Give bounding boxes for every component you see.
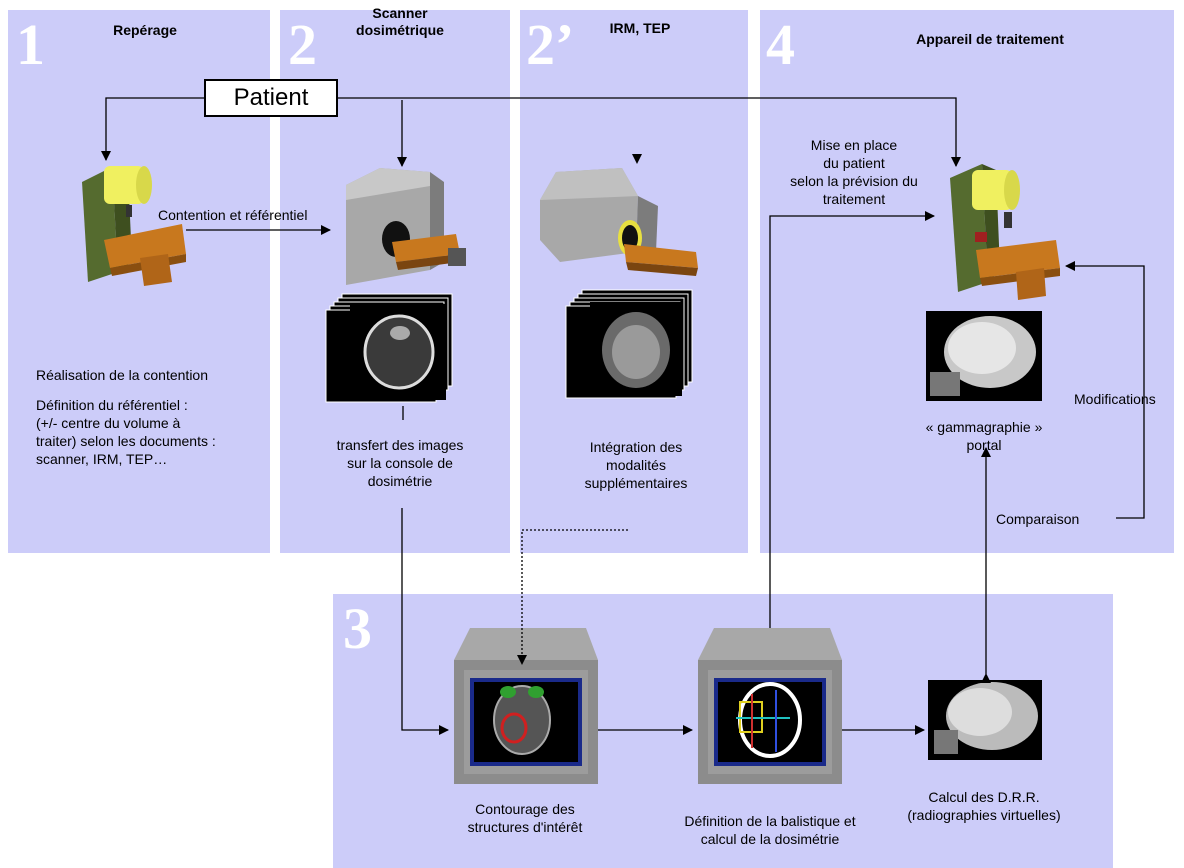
text-line: supplémentaires: [584, 475, 688, 491]
text-line: « gammagraphie »: [925, 419, 1043, 435]
arrow-patient-to-traitement: [338, 97, 961, 167]
mri-scanner-icon: [540, 154, 698, 276]
patient-box: Patient: [204, 79, 338, 117]
text-line: transfert des images: [336, 437, 464, 453]
text-definition-referentiel: Définition du référentiel : (+/- centre …: [36, 396, 216, 468]
workstation-monitor-icon: [698, 628, 842, 784]
text-line: Définition de la balistique et: [684, 813, 856, 829]
text-line: Définition du référentiel :: [36, 397, 188, 413]
arrow-balistique-to-mise-en-place: [769, 211, 935, 628]
text-line: sur la console de: [347, 455, 453, 471]
text-line: (+/- centre du volume à: [36, 415, 181, 431]
step-number-2: 2: [288, 12, 317, 77]
text-line: Mise en place: [810, 137, 898, 153]
title-traitement: Appareil de traitement: [916, 31, 1064, 47]
panel-irm-tep: [520, 10, 748, 553]
ct-slices-icon: [325, 293, 453, 403]
label-modifications: Modifications: [1074, 391, 1156, 407]
title-scanner-line1: Scanner: [372, 5, 428, 21]
text-line: Contourage des: [475, 801, 575, 817]
workstation-monitor-icon: [454, 628, 598, 784]
text-line: modalités: [606, 457, 666, 473]
text-line: selon la prévision du: [790, 173, 918, 189]
mri-slices-icon: [565, 289, 693, 399]
text-line: structures d'intérêt: [467, 819, 583, 835]
arrow-scanner-to-contourage: [401, 508, 449, 735]
text-line: traitement: [822, 191, 886, 207]
label-realisation-contention: Réalisation de la contention: [36, 367, 209, 383]
title-irm-tep: IRM, TEP: [609, 20, 671, 36]
label-contention-referentiel: Contention et référentiel: [158, 207, 308, 223]
arrow-irm-to-contourage: [517, 529, 628, 665]
text-line: du patient: [823, 155, 885, 171]
text-integration-modalites: Intégration des modalités supplémentaire…: [536, 438, 736, 492]
text-line: scanner, IRM, TEP…: [36, 451, 168, 467]
text-line: (radiographies virtuelles): [907, 807, 1061, 823]
text-line: traiter) selon les documents :: [36, 433, 216, 449]
linac-icon: [950, 164, 1060, 300]
title-scanner: Scanner dosimétrique: [340, 5, 460, 39]
linac-icon: [82, 166, 186, 286]
text-transfert-images: transfert des images sur la console de d…: [300, 436, 500, 490]
step-number-3: 3: [343, 596, 372, 661]
text-line: Intégration des: [589, 439, 683, 455]
text-balistique: Définition de la balistique et calcul de…: [650, 812, 890, 848]
text-calcul-drr: Calcul des D.R.R. (radiographies virtuel…: [874, 788, 1094, 824]
text-contourage: Contourage des structures d'intérêt: [430, 800, 620, 836]
ct-scanner-icon: [346, 168, 466, 285]
text-line: dosimétrie: [367, 473, 433, 489]
step-number-4: 4: [766, 12, 795, 77]
drr-image: [928, 680, 1042, 760]
title-reperage: Repérage: [113, 22, 177, 38]
title-scanner-line2: dosimétrique: [356, 22, 444, 38]
text-gammagraphie-portal: « gammagraphie » portal: [914, 418, 1054, 454]
text-line: Calcul des D.R.R.: [928, 789, 1040, 805]
text-mise-en-place: Mise en place du patient selon la prévis…: [754, 136, 954, 208]
portal-image: [926, 311, 1042, 401]
text-line: portal: [966, 437, 1002, 453]
arrow-patient-to-reperage: [101, 97, 204, 161]
label-comparaison: Comparaison: [996, 511, 1080, 527]
step-number-1: 1: [16, 12, 45, 77]
step-number-2-prime: 2’: [526, 12, 575, 77]
arrow-modifications: [1065, 261, 1145, 519]
text-line: calcul de la dosimétrie: [700, 831, 840, 847]
